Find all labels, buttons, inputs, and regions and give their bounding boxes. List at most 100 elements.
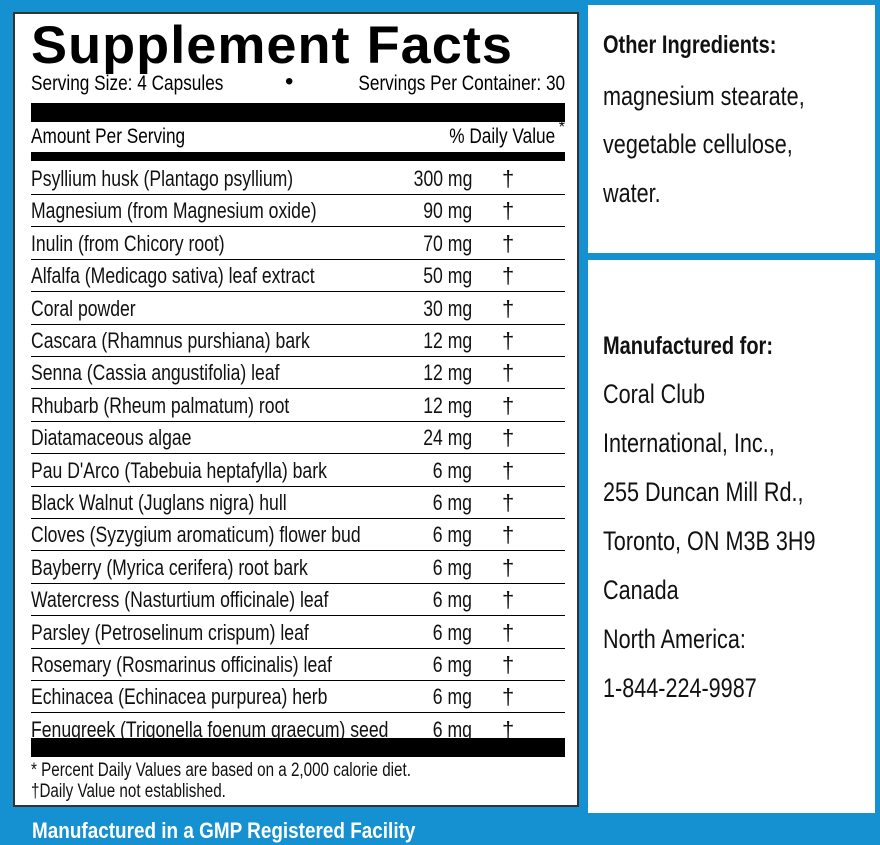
ingredient-daily-value: † [502, 198, 515, 224]
ingredient-daily-value: † [502, 490, 515, 515]
ingredient-name: Senna (Cassia angustifolia) leaf [31, 360, 280, 386]
ingredient-amount: 6 mg [432, 490, 472, 515]
ingredient-name: Rhubarb (Rheum palmatum) root [31, 392, 290, 418]
ingredient-daily-value: † [502, 166, 515, 191]
ingredient-amount: 12 mg [423, 392, 472, 418]
ingredient-amount: 6 mg [432, 684, 472, 710]
daily-value-header: % Daily Value [449, 125, 555, 148]
ingredient-daily-value: † [502, 587, 515, 613]
manufacturer-line: Toronto, ON M3B 3H9 [603, 526, 816, 556]
other-ingredient-line: vegetable cellulose, [603, 129, 793, 159]
ingredient-row: Psyllium husk (Plantago psyllium) 300 mg † [31, 163, 565, 195]
ingredient-name: Diatamaceous algae [31, 425, 192, 451]
ingredient-amount: 6 mg [432, 554, 472, 580]
ingredient-daily-value: † [502, 457, 515, 483]
ingredient-name: Bayberry (Myrica cerifera) root bark [31, 554, 308, 580]
gmp-banner: Manufactured in a GMP Registered Facilit… [0, 813, 880, 845]
daily-value-star: * [558, 119, 565, 136]
manufacturer-line: International, Inc., [603, 428, 775, 458]
ingredient-name: Psyllium husk (Plantago psyllium) [31, 166, 294, 191]
ingredient-amount: 12 mg [423, 360, 472, 386]
ingredient-daily-value: † [502, 619, 515, 645]
ingredient-daily-value: † [502, 230, 515, 256]
footnote-percent-dv: * Percent Daily Values are based on a 2,… [31, 760, 411, 781]
ingredient-daily-value: † [502, 392, 515, 418]
other-ingredients-panel: Other Ingredients: magnesium stearate, v… [588, 5, 875, 253]
ingredient-row: Bayberry (Myrica cerifera) root bark 6 mg… [31, 552, 565, 584]
ingredient-daily-value: † [502, 295, 515, 321]
manufacturer-panel: Manufactured for: Coral Club Internation… [588, 260, 875, 813]
panel-title: Supplement Facts [31, 16, 513, 75]
ingredient-name: Rosemary (Rosmarinus officinalis) leaf [31, 652, 332, 677]
ingredient-daily-value: † [502, 684, 515, 710]
ingredient-name: Magnesium (from Magnesium oxide) [31, 198, 317, 224]
thick-divider-bottom [31, 738, 565, 757]
ingredient-name: Cloves (Syzygium aromaticum) flower bud [31, 522, 361, 548]
manufacturer-line: 255 Duncan Mill Rd., [603, 477, 804, 507]
ingredient-row: Diatamaceous algae 24 mg † [31, 422, 565, 455]
ingredient-amount: 6 mg [432, 522, 472, 548]
ingredient-name: Fenugreek (Trigonella foenum graecum) se… [31, 716, 389, 742]
ingredient-row: Pau D'Arco (Tabebuia heptafylla) bark 6 m… [31, 455, 565, 487]
ingredient-row: Echinacea (Echinacea purpurea) herb 6 mg † [31, 681, 565, 714]
ingredient-name: Echinacea (Echinacea purpurea) herb [31, 684, 328, 710]
other-ingredient-line: magnesium stearate, [603, 81, 805, 111]
ingredient-row: Rosemary (Rosmarinus officinalis) leaf 6 … [31, 649, 565, 681]
ingredient-row: Rhubarb (Rheum palmatum) root 12 mg † [31, 390, 565, 422]
other-ingredient-line: water. [603, 178, 661, 208]
manufacturer-heading: Manufactured for: [603, 332, 773, 360]
ingredient-row: Black Walnut (Juglans nigra) hull 6 mg † [31, 487, 565, 519]
ingredient-amount: 6 mg [432, 716, 472, 742]
ingredient-name: Inulin (from Chicory root) [31, 230, 225, 256]
ingredient-daily-value: † [502, 263, 515, 289]
ingredient-name: Black Walnut (Juglans nigra) hull [31, 490, 287, 515]
ingredient-row: Coral powder 30 mg † [31, 293, 565, 325]
ingredient-amount: 50 mg [423, 263, 472, 289]
supplement-facts-panel: Supplement Facts Serving Size: 4 Capsule… [13, 12, 579, 807]
serving-info-row: Serving Size: 4 Capsules • Servings Per … [31, 68, 565, 98]
ingredient-name: Alfalfa (Medicago sativa) leaf extract [31, 263, 315, 289]
ingredient-daily-value: † [502, 554, 515, 580]
ingredient-amount: 90 mg [423, 198, 472, 224]
ingredient-row: Parsley (Petroselinum crispum) leaf 6 mg † [31, 617, 565, 649]
serving-size: Serving Size: 4 Capsules [31, 72, 224, 95]
servings-per-container: Servings Per Container: 30 [358, 72, 565, 95]
manufacturer-line: North America: [603, 624, 746, 654]
ingredient-daily-value: † [502, 522, 515, 548]
ingredient-amount: 30 mg [423, 295, 472, 321]
column-header-row: Amount Per Serving % Daily Value * [31, 119, 565, 151]
ingredient-name: Pau D'Arco (Tabebuia heptafylla) bark [31, 457, 327, 483]
ingredient-amount: 70 mg [423, 230, 472, 256]
other-ingredients-heading: Other Ingredients: [603, 31, 777, 59]
ingredient-row: Cascara (Rhamnus purshiana) bark 12 mg † [31, 325, 565, 357]
footnote-dv-not-established: †Daily Value not established. [31, 781, 226, 802]
ingredient-amount: 12 mg [423, 328, 472, 353]
ingredient-daily-value: † [502, 716, 515, 742]
ingredient-amount: 24 mg [423, 425, 472, 451]
ingredient-name: Cascara (Rhamnus purshiana) bark [31, 328, 310, 353]
ingredient-name: Parsley (Petroselinum crispum) leaf [31, 619, 309, 645]
thick-divider-top [31, 103, 565, 122]
ingredient-daily-value: † [502, 328, 515, 353]
manufacturer-line: Coral Club [603, 379, 706, 409]
ingredient-row: Inulin (from Chicory root) 70 mg † [31, 228, 565, 260]
ingredient-row: Senna (Cassia angustifolia) leaf 12 mg † [31, 357, 565, 390]
ingredient-daily-value: † [502, 425, 515, 451]
thick-divider-mid [31, 152, 565, 161]
ingredient-row: Alfalfa (Medicago sativa) leaf extract 50… [31, 260, 565, 293]
manufacturer-phone: 1-844-224-9987 [603, 673, 757, 703]
ingredient-row: Magnesium (from Magnesium oxide) 90 mg † [31, 195, 565, 228]
ingredient-row: Cloves (Syzygium aromaticum) flower bud 6… [31, 519, 565, 552]
ingredient-amount: 6 mg [432, 652, 472, 677]
ingredient-daily-value: † [502, 652, 515, 677]
gmp-banner-text: Manufactured in a GMP Registered Facilit… [32, 818, 416, 843]
ingredient-amount: 300 mg [413, 166, 472, 191]
ingredient-name: Coral powder [31, 295, 136, 321]
ingredient-amount: 6 mg [432, 619, 472, 645]
manufacturer-line: Canada [603, 575, 679, 605]
ingredient-amount: 6 mg [432, 457, 472, 483]
ingredient-daily-value: † [502, 360, 515, 386]
ingredient-row: Fenugreek (Trigonella foenum graecum) se… [31, 714, 565, 746]
separator-dot: • [285, 68, 294, 95]
ingredient-name: Watercress (Nasturtium officinale) leaf [31, 587, 329, 613]
